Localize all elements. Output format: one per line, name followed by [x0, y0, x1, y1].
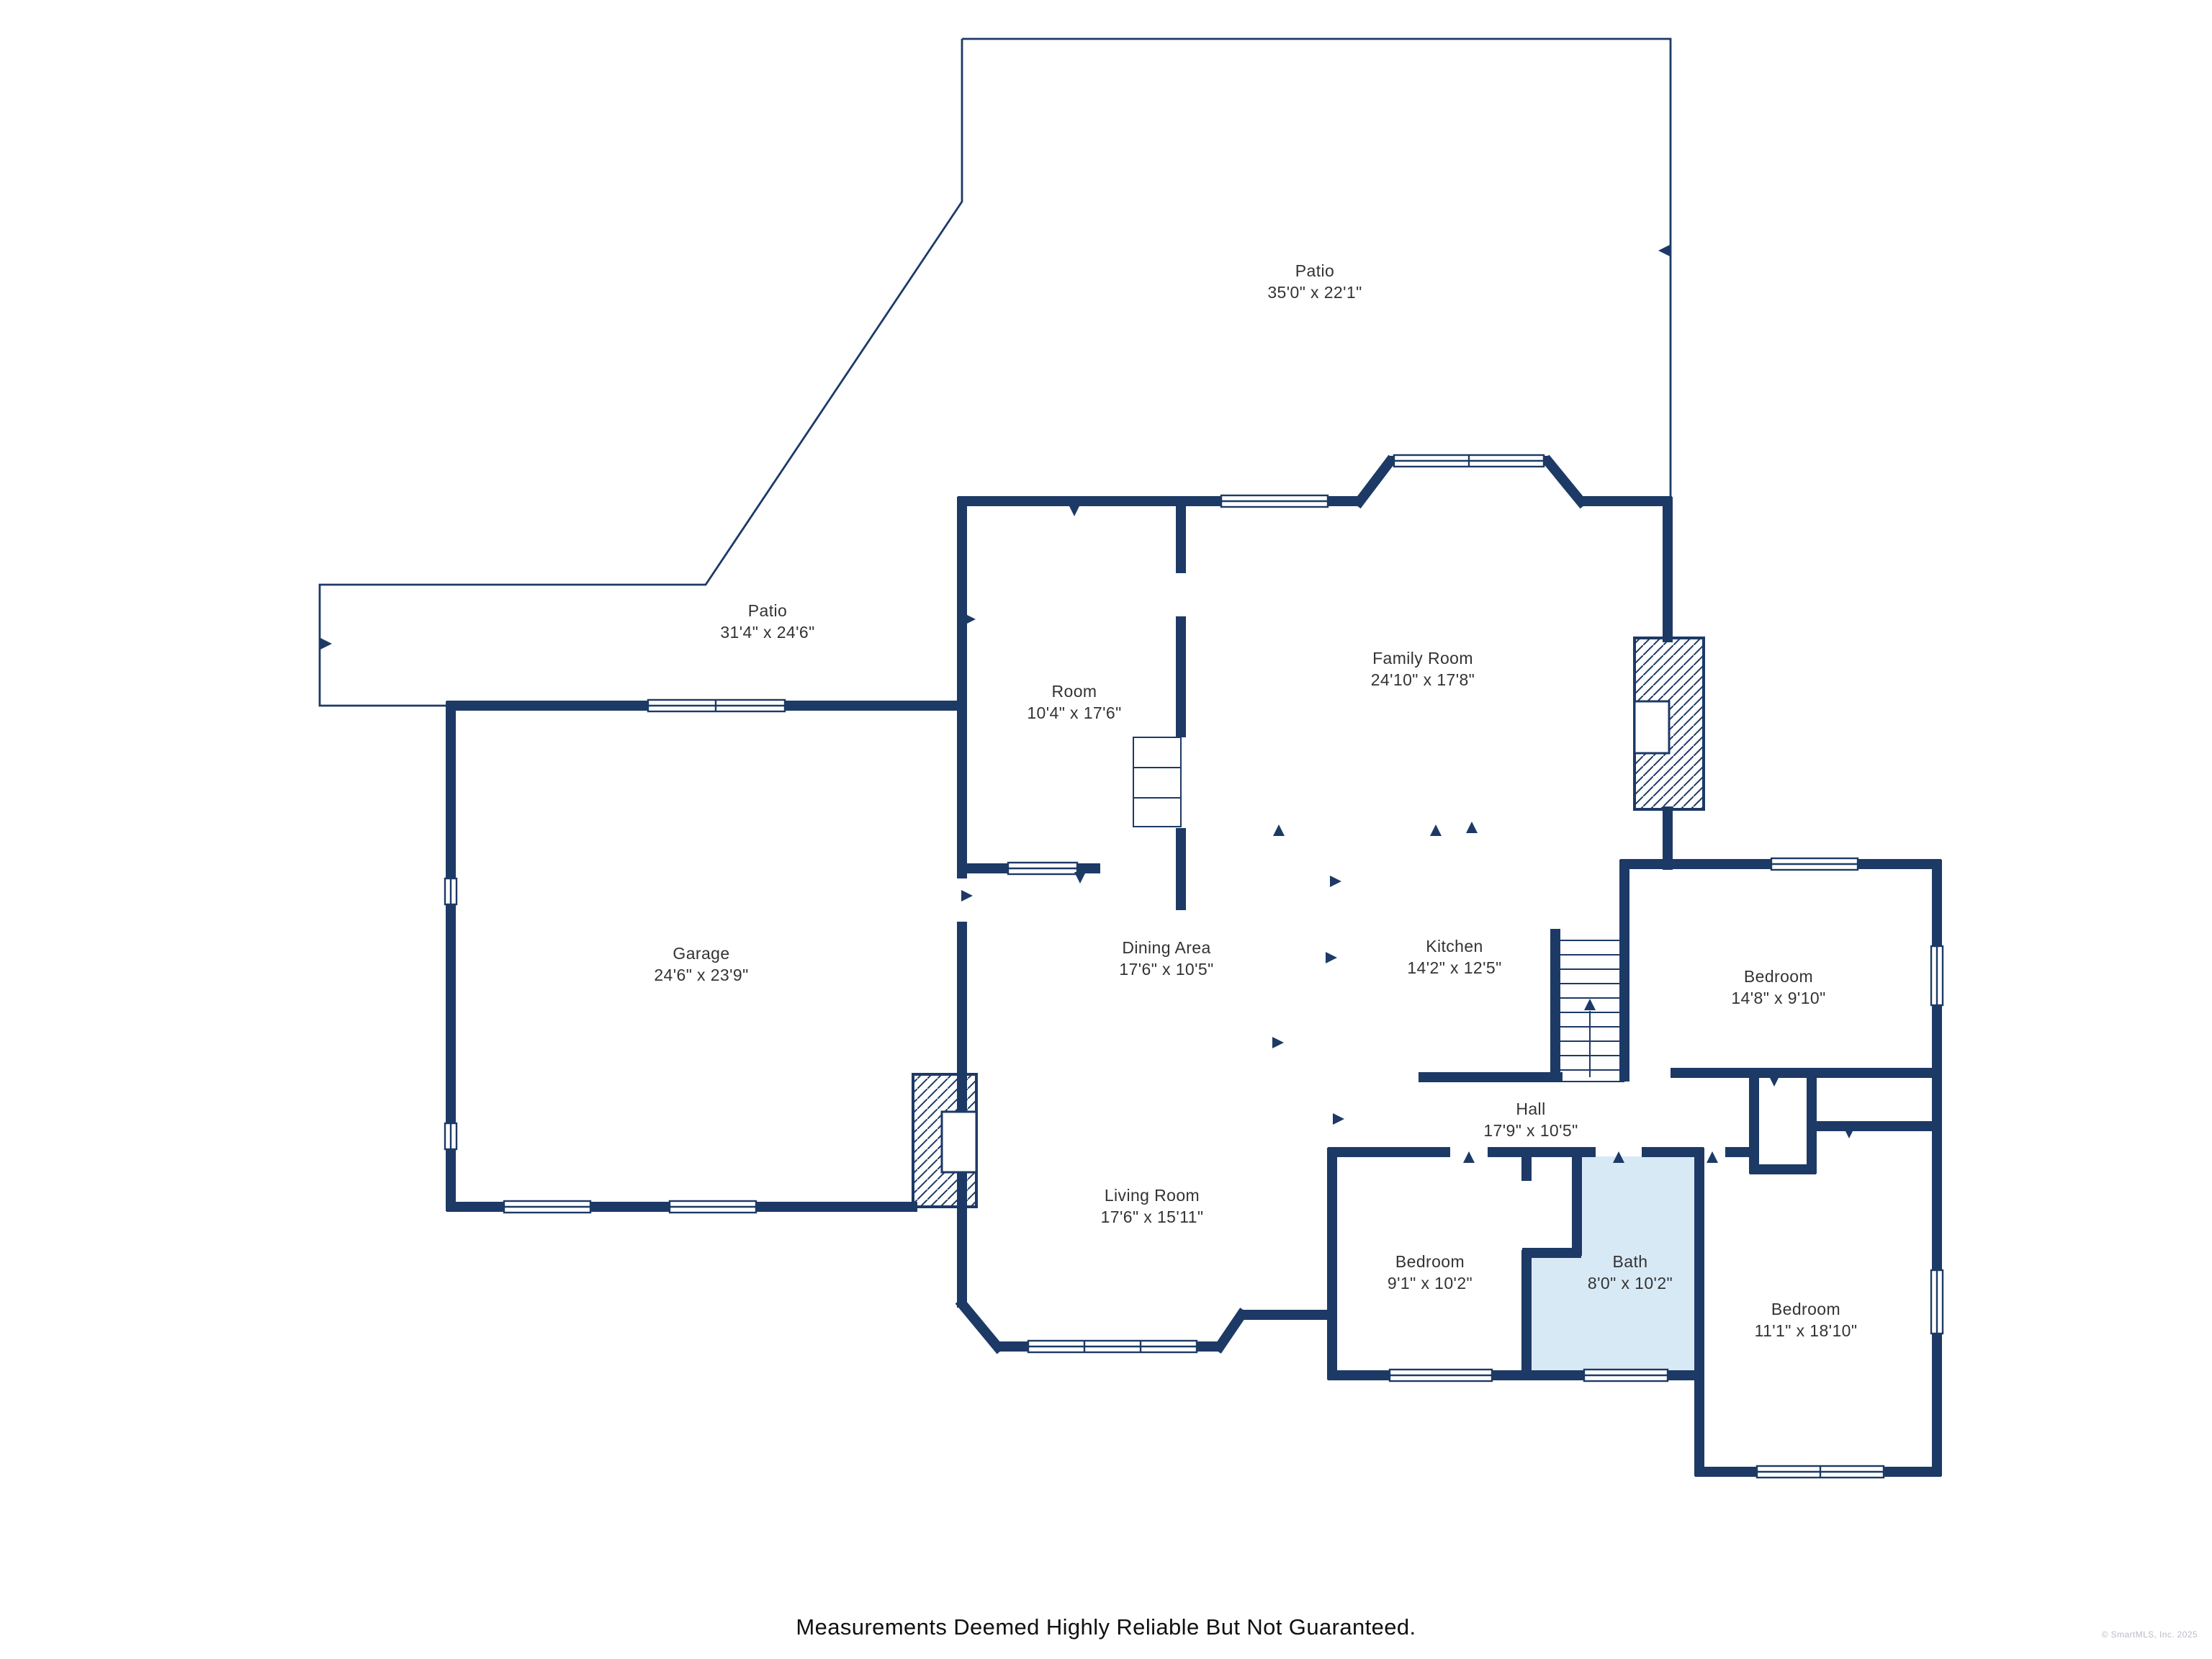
room-label-family-room: Family Room 24'10" x 17'8" [1371, 649, 1475, 693]
disclaimer-text: Measurements Deemed Highly Reliable But … [796, 1616, 1416, 1640]
bath-floor-fill [1531, 1156, 1695, 1371]
room-name: Patio [1295, 264, 1335, 281]
room-label-bedroom-middle: Bedroom 9'1" x 10'2" [1388, 1253, 1473, 1296]
room-name: Kitchen [1426, 939, 1483, 956]
room-label-patio-left: Patio 31'4" x 24'6" [720, 602, 814, 645]
room-dims: 11'1" x 18'10" [1754, 1323, 1858, 1341]
room-dims: 24'10" x 17'8" [1370, 673, 1475, 690]
room-name: Bedroom [1771, 1302, 1841, 1319]
room-label-bedroom-lower-right: Bedroom 11'1" x 18'10" [1755, 1300, 1858, 1344]
room-dims: 17'9" x 10'5" [1483, 1123, 1578, 1141]
room-name: Bedroom [1743, 969, 1814, 986]
stairs [1555, 940, 1624, 1082]
room-dims: 17'6" x 10'5" [1119, 962, 1214, 979]
room-dims: 10'4" x 17'6" [1027, 706, 1122, 723]
room-name: Living Room [1104, 1188, 1200, 1205]
windows [444, 454, 1944, 1479]
room-name: Hall [1516, 1102, 1546, 1119]
room-label-living-room: Living Room 17'6" x 15'11" [1101, 1187, 1204, 1230]
room-name: Patio [747, 603, 788, 621]
room-dims: 8'0" x 10'2" [1587, 1276, 1673, 1293]
fireplace-living-room [912, 1073, 978, 1208]
room-name: Bath [1612, 1254, 1648, 1272]
closet-builtin [1133, 737, 1182, 827]
room-name: Family Room [1372, 651, 1473, 668]
room-name: Room [1051, 684, 1097, 701]
fireplace-family-room [1633, 637, 1705, 811]
patio-outline [318, 37, 1672, 707]
door-markers [320, 245, 1855, 1163]
room-name: Garage [673, 946, 730, 963]
room-label-kitchen: Kitchen 14'2" x 12'5" [1407, 938, 1501, 981]
walls [446, 454, 1942, 1477]
room-dims: 14'2" x 12'5" [1407, 961, 1502, 978]
room-label-patio-top: Patio 35'0" x 22'1" [1267, 262, 1362, 305]
room-dims: 24'6" x 23'9" [654, 968, 749, 985]
stairs-arrow-icon [1584, 999, 1596, 1010]
room-dims: 9'1" x 10'2" [1387, 1276, 1473, 1293]
room-name: Dining Area [1122, 940, 1211, 958]
room-label-garage: Garage 24'6" x 23'9" [654, 945, 748, 988]
room-dims: 14'8" x 9'10" [1731, 991, 1826, 1008]
room-name: Bedroom [1395, 1254, 1465, 1272]
room-label-dining-area: Dining Area 17'6" x 10'5" [1119, 939, 1213, 982]
room-label-room: Room 10'4" x 17'6" [1027, 683, 1121, 726]
room-dims: 17'6" x 15'11" [1100, 1210, 1204, 1227]
room-label-bedroom-upper-right: Bedroom 14'8" x 9'10" [1731, 968, 1825, 1011]
room-dims: 35'0" x 22'1" [1267, 285, 1362, 302]
room-dims: 31'4" x 24'6" [720, 625, 815, 642]
copyright-text: © SmartMLS, Inc. 2025 [2101, 1632, 2198, 1640]
room-label-bath: Bath 8'0" x 10'2" [1588, 1253, 1673, 1296]
room-label-hall: Hall 17'9" x 10'5" [1483, 1100, 1578, 1143]
